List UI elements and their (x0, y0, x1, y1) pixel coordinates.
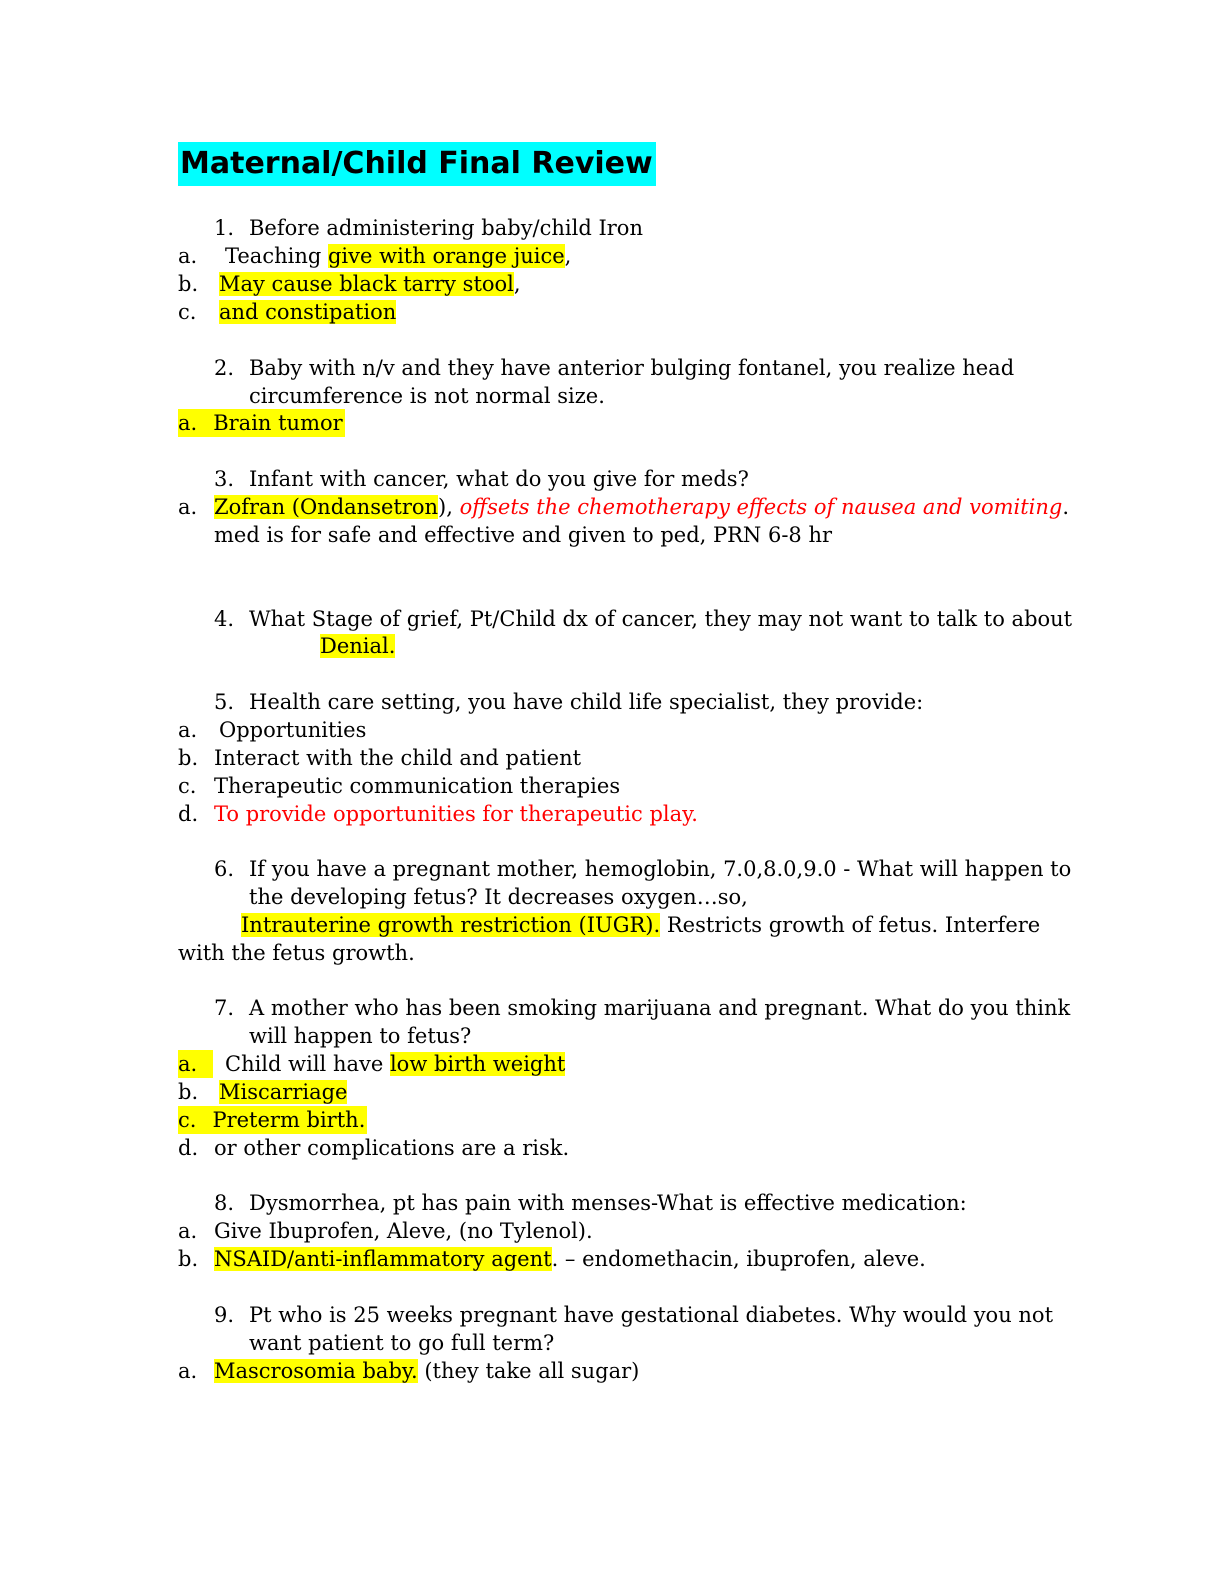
q6-answer-continuation: with the fetus growth. (178, 941, 415, 965)
q7-d-answer: or other complications are a risk. (214, 1136, 570, 1160)
q7-text-line2: will happen to fetus? (249, 1024, 472, 1048)
q5-d-label: d. (178, 802, 199, 826)
highlight: NSAID/anti-inflammatory agent (214, 1247, 552, 1271)
q6-number: 6. (214, 857, 235, 881)
q8-a-label: a. (178, 1219, 198, 1243)
q3-a-continuation: med is for safe and effective and given … (214, 523, 833, 547)
q5-b-label: b. (178, 746, 199, 770)
q8-b-answer: NSAID/anti-inflammatory agent. – endomet… (214, 1247, 926, 1271)
q6-text-line2: the developing fetus? It decreases oxyge… (249, 885, 748, 909)
highlight: Zofran (Ondansetron (214, 495, 439, 519)
q5-c-label: c. (178, 774, 197, 798)
q2-text-line2: circumference is not normal size. (249, 384, 605, 408)
q1-b-label: b. (178, 272, 199, 296)
q9-a-answer: Mascrosomia baby. (they take all sugar) (214, 1359, 640, 1383)
q2-number: 2. (214, 356, 235, 380)
highlight: low birth weight (389, 1052, 566, 1076)
q9-text-line2: want patient to go full term? (249, 1331, 555, 1355)
q1-b-answer: May cause black tarry stool, (219, 272, 521, 296)
q5-a-label: a. (178, 718, 198, 742)
highlight: May cause black tarry stool (219, 272, 514, 296)
q3-text: Infant with cancer, what do you give for… (249, 467, 749, 491)
q4-number: 4. (214, 607, 235, 631)
q7-d-label: d. (178, 1136, 199, 1160)
q7-text-line1: A mother who has been smoking marijuana … (249, 996, 1071, 1020)
highlight: Mascrosomia baby. (214, 1359, 418, 1383)
q5-d-answer: To provide opportunities for therapeutic… (214, 802, 698, 826)
q6-text-line1: If you have a pregnant mother, hemoglobi… (249, 857, 1072, 881)
highlight: Denial. (320, 634, 396, 658)
q4-answer: Denial. (320, 632, 396, 660)
q4-text: What Stage of grief, Pt/Child dx of canc… (249, 607, 1073, 631)
q1-a-answer: Teaching give with orange juice, (225, 244, 572, 268)
highlight: Intrauterine growth restriction (IUGR). (241, 913, 661, 937)
q5-text: Health care setting, you have child life… (249, 690, 924, 714)
q1-number: 1. (214, 216, 235, 240)
q3-number: 3. (214, 467, 235, 491)
q3-a-label: a. (178, 495, 198, 519)
highlight: give with orange juice (327, 244, 565, 268)
highlight: and constipation (219, 300, 397, 324)
q1-a-label: a. (178, 244, 198, 268)
q7-a-label: a. (178, 1050, 213, 1078)
page-title: Maternal/Child Final Review (178, 142, 656, 186)
q3-a-answer: Zofran (Ondansetron), offsets the chemot… (214, 495, 1070, 519)
red-italic-note: offsets the chemotherapy effects of naus… (459, 495, 1063, 519)
q1-text: Before administering baby/child Iron (249, 216, 643, 240)
q6-answer: Intrauterine growth restriction (IUGR). … (241, 913, 1041, 937)
q8-b-label: b. (178, 1247, 199, 1271)
q2-text-line1: Baby with n/v and they have anterior bul… (249, 356, 1015, 380)
highlight: Miscarriage (219, 1080, 348, 1104)
q7-b-answer: Miscarriage (219, 1078, 348, 1106)
q9-text-line1: Pt who is 25 weeks pregnant have gestati… (249, 1303, 1054, 1327)
q1-c-label: c. (178, 300, 197, 324)
q5-number: 5. (214, 690, 235, 714)
q8-number: 8. (214, 1191, 235, 1215)
q7-c-answer: c.Preterm birth. (178, 1106, 368, 1134)
q5-c-answer: Therapeutic communication therapies (214, 774, 621, 798)
q8-text: Dysmorrhea, pt has pain with menses-What… (249, 1191, 967, 1215)
q9-a-label: a. (178, 1359, 198, 1383)
q9-number: 9. (214, 1303, 235, 1327)
q7-a-answer: Child will have low birth weight (225, 1052, 566, 1076)
q7-b-label: b. (178, 1080, 199, 1104)
q7-number: 7. (214, 996, 235, 1020)
q2-a-answer: a.Brain tumor (178, 409, 345, 437)
q5-a-answer: Opportunities (219, 718, 367, 742)
q5-b-answer: Interact with the child and patient (214, 746, 582, 770)
q8-a-answer: Give Ibuprofen, Aleve, (no Tylenol). (214, 1219, 593, 1243)
q1-c-answer: and constipation (219, 298, 397, 326)
